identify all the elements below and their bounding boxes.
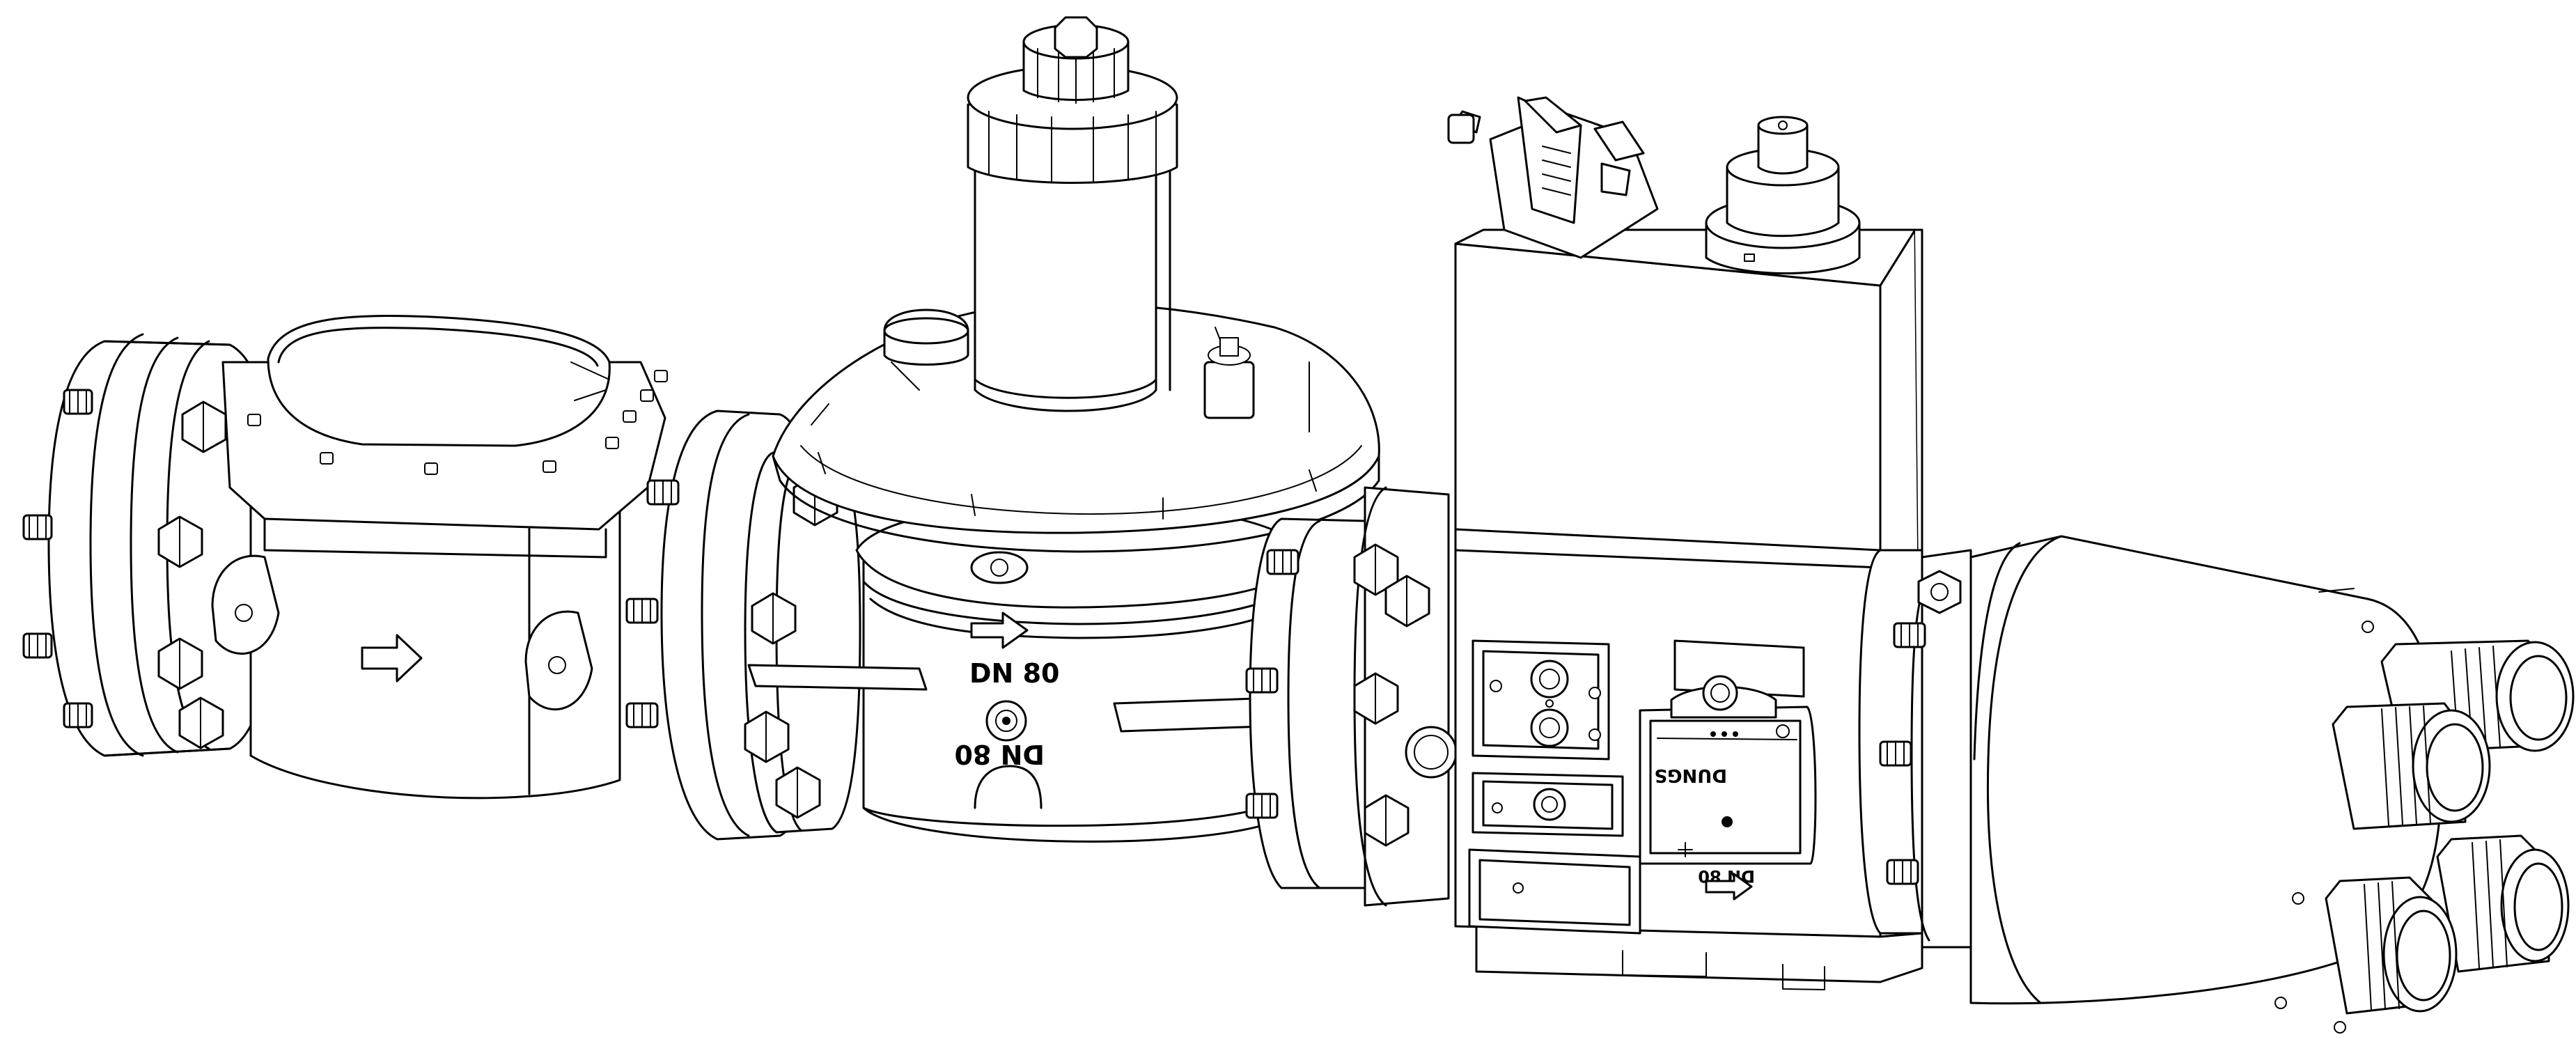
outlet-nozzle-middle xyxy=(2332,702,2491,830)
filter-housing xyxy=(221,315,666,800)
bolt xyxy=(1245,793,1279,819)
bolt xyxy=(625,702,659,728)
filter-side-ports xyxy=(211,554,593,710)
bolt xyxy=(22,514,53,540)
outlet-nozzle-right xyxy=(2436,834,2570,973)
multiblock-inlet-bolts xyxy=(1245,543,1430,847)
nut xyxy=(1364,794,1410,847)
nut xyxy=(1353,672,1399,725)
nut xyxy=(751,592,797,645)
flow-arrow-icon xyxy=(361,634,423,683)
regulator-spring-cap xyxy=(967,16,1178,412)
regulator-bleed-screw xyxy=(970,551,1029,584)
regulator-dn-label: DN 80 xyxy=(969,658,1059,689)
coil-connector xyxy=(1447,96,1659,259)
nut xyxy=(157,515,203,568)
multiblock-base-plate xyxy=(1475,925,1923,990)
test-port-plate-lower xyxy=(1472,772,1624,837)
nut xyxy=(1917,570,1962,614)
manifold-screws xyxy=(2274,621,2374,1034)
regulator-side-plug xyxy=(883,309,969,366)
regulator-flow-arrow-icon xyxy=(970,611,1029,649)
multiblock-flow-arrow-icon xyxy=(1705,873,1753,901)
bolt xyxy=(1893,622,1926,648)
multiblock-side-port xyxy=(1405,726,1458,779)
pressure-adjuster xyxy=(1705,116,1861,274)
nut xyxy=(178,696,224,749)
nut xyxy=(181,400,227,453)
bolt xyxy=(646,479,680,506)
brand-label: DUNGS xyxy=(1654,765,1727,786)
nut xyxy=(1384,575,1430,628)
bolt xyxy=(1879,740,1912,767)
bolt xyxy=(1886,859,1919,885)
inlet-flange-bolts xyxy=(22,389,227,749)
bolt xyxy=(22,632,53,659)
regulator-dn-label-inverted: DN 80 xyxy=(955,739,1045,770)
pressure-switch xyxy=(1639,675,1817,865)
test-port-plate-upper xyxy=(1472,639,1610,761)
filter-cover-screws xyxy=(247,370,668,475)
regulator-vent-fitting xyxy=(1203,337,1255,419)
bolt xyxy=(63,702,93,728)
bolt xyxy=(63,389,93,415)
nut xyxy=(775,766,821,819)
bolt xyxy=(625,598,659,624)
bolt xyxy=(1245,667,1279,694)
nut xyxy=(744,710,790,763)
regulator-test-nipple xyxy=(985,700,1027,742)
outlet-flange xyxy=(1858,549,1972,949)
outlet-flange-bolts xyxy=(1879,570,1962,885)
bolt xyxy=(1266,549,1299,575)
outlet-nozzle-bottom xyxy=(2325,876,2458,1015)
nut xyxy=(157,637,203,690)
